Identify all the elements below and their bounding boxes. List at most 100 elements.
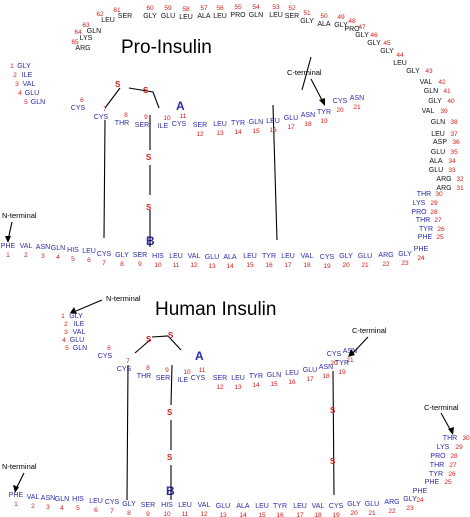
residue-number: 46 <box>370 32 378 39</box>
residue-number: 10 <box>154 262 162 269</box>
residue-label: GLU <box>284 115 298 122</box>
residue-number: 15 <box>252 128 260 135</box>
residue-label: SER <box>141 502 155 509</box>
residue-number: 11 <box>173 262 180 269</box>
residue-label: LEU <box>89 498 103 505</box>
residue-label: CYS <box>327 351 342 358</box>
residue-number: 7 <box>126 358 130 365</box>
residue-label: HIS <box>161 502 173 509</box>
residue-number: 20 <box>342 262 350 269</box>
residue-number: 13 <box>234 384 242 391</box>
residue-label: GLY <box>398 251 412 258</box>
residue-number: 21 <box>368 510 376 517</box>
insulin-a-n-terminal-label: N-terminal <box>106 294 141 303</box>
residue-number: 44 <box>396 52 404 59</box>
residue-number: 21 <box>353 104 361 111</box>
insulin-b-n-terminal-label: N-terminal <box>2 462 37 471</box>
residue-number: 4 <box>62 337 66 344</box>
residue-label: PRO <box>411 209 427 216</box>
residue-number: 39 <box>440 108 448 115</box>
residue-label: GLY <box>339 253 353 260</box>
residue-label: GLY <box>406 68 420 75</box>
residue-number: 18 <box>314 512 322 517</box>
residue-label: CYS <box>97 251 112 258</box>
residue-label: PHE <box>413 488 428 495</box>
residue-label: SER <box>156 375 170 382</box>
residue-number: 25 <box>436 234 444 241</box>
residue-label: TYR <box>335 360 349 367</box>
residue-number: 9 <box>144 114 148 121</box>
residue-label: ALA <box>236 503 250 510</box>
residue-number: 14 <box>234 129 242 136</box>
residue-label: SER <box>285 13 299 20</box>
residue-label: GLY <box>355 32 369 39</box>
residue-number: 26 <box>437 226 445 233</box>
proinsulin-c-terminal-arrow <box>310 78 324 103</box>
residue-number: 35 <box>450 149 458 156</box>
residue-label: PRO <box>430 453 446 460</box>
residue-label: THR <box>417 191 431 198</box>
residue-label: VAL <box>301 253 314 260</box>
residue-number: 61 <box>113 7 121 14</box>
insulin-a-c-terminal-arrow <box>351 336 369 355</box>
residue-label: ASN <box>350 95 364 102</box>
residue-label: GLY <box>367 40 381 47</box>
residue-number: 43 <box>425 68 433 75</box>
insulin-b-c-terminal-arrowhead <box>448 427 454 435</box>
residue-label: LEU <box>101 17 115 24</box>
residue-label: PHE <box>414 246 429 253</box>
residue-number: 28 <box>430 209 438 216</box>
residue-label: ARG <box>75 45 90 52</box>
proinsulin-c-terminal-label: C-terminal <box>287 68 322 77</box>
residue-number: 18 <box>304 121 312 128</box>
residue-number: 37 <box>450 131 458 138</box>
proinsulin-sulfur-atoms: S S S S <box>115 80 152 212</box>
residue-label: SER <box>135 122 149 129</box>
residue-number: 8 <box>124 112 128 119</box>
sulfur-atom: S <box>146 203 152 212</box>
residue-number: 20 <box>336 107 344 114</box>
residue-label: VAL <box>23 81 36 88</box>
residue-number: 15 <box>258 512 266 517</box>
residue-label: GLU <box>161 13 175 20</box>
sulfur-atom: S <box>330 457 336 466</box>
residue-label: CYS <box>320 254 335 261</box>
residue-label: GLU <box>216 503 230 510</box>
residue-label: CYS <box>98 353 113 360</box>
residue-label: GLN <box>249 119 263 126</box>
residue-label: TYR <box>262 253 276 260</box>
residue-number: 1 <box>6 252 10 259</box>
residue-label: CYS <box>117 366 132 373</box>
residue-number: 22 <box>382 261 390 268</box>
residue-label: GLU <box>25 90 39 97</box>
residue-number: 48 <box>348 18 356 25</box>
residue-label: LYS <box>413 200 426 207</box>
proinsulin-bonds <box>103 56 312 247</box>
residue-number: 10 <box>183 369 191 376</box>
residue-number: 45 <box>383 40 391 47</box>
residue-label: LEU <box>169 253 183 260</box>
residue-number: 8 <box>127 510 131 517</box>
residue-number: 4 <box>18 90 22 97</box>
residue-label: PRO <box>344 26 360 33</box>
insulin-a-c-terminal-arrowhead <box>348 349 355 357</box>
residue-number: 2 <box>31 503 35 510</box>
residue-label: GLN <box>31 99 45 106</box>
residue-number: 16 <box>288 379 296 386</box>
insulin-b-n-terminal-arrow <box>15 472 25 490</box>
residue-number: 4 <box>60 505 64 512</box>
residue-number: 5 <box>71 256 75 263</box>
residue-label: THR <box>416 217 430 224</box>
residue-number: 6 <box>107 345 111 352</box>
residue-label: LEU <box>179 14 193 21</box>
residue-number: 31 <box>456 185 464 192</box>
residue-label: ILE <box>158 123 169 130</box>
residue-number: 9 <box>146 511 150 517</box>
residue-label: GLN <box>267 372 281 379</box>
residue-label: GLY <box>334 22 348 29</box>
residue-number: 2 <box>64 321 68 328</box>
residue-number: 38 <box>450 119 458 126</box>
residue-label: LEU <box>281 253 295 260</box>
residue-number: 13 <box>208 263 216 270</box>
insulin-residues: GLY1ILE2VAL3GLU4GLN5CYS6CYS7THR8SER9ILE1… <box>9 313 470 517</box>
